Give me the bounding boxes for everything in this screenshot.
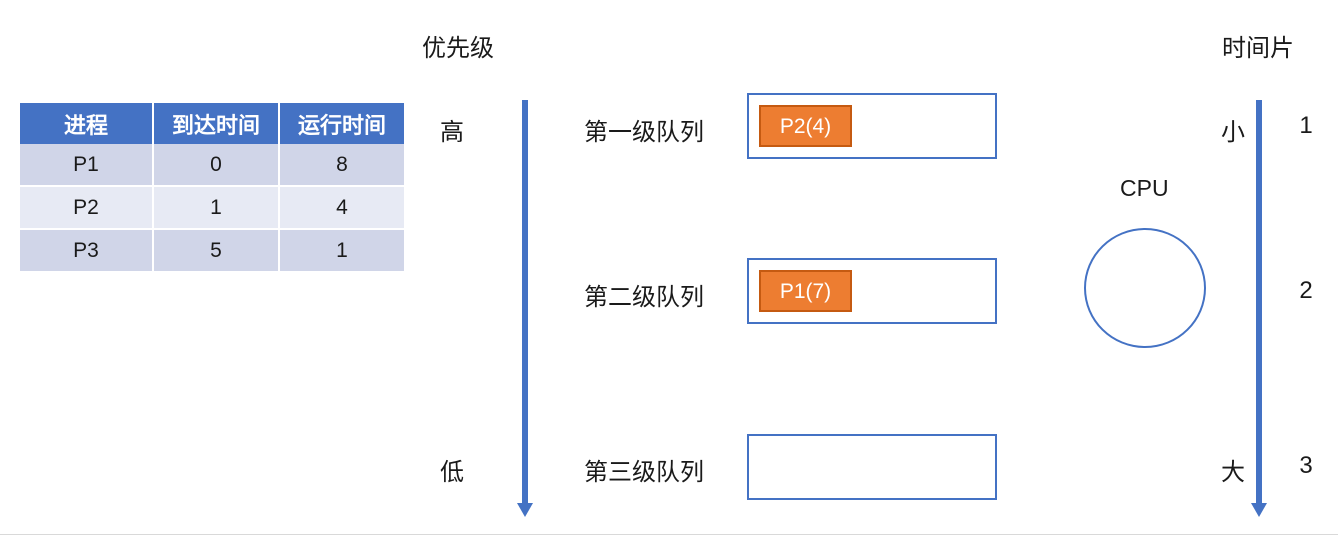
bottom-divider [0, 534, 1338, 535]
queue-box-level-2[interactable]: P1(7) [747, 258, 997, 324]
timeslice-axis-caption: 时间片 [1222, 35, 1294, 62]
priority-high-label: 高 [440, 119, 464, 146]
table-header-run-time: 运行时间 [279, 103, 404, 144]
cell-arrival: 5 [153, 229, 280, 273]
cell-process: P1 [20, 144, 154, 187]
timeslice-value-1: 1 [1299, 112, 1313, 139]
queue-process-chip-p2[interactable]: P2(4) [759, 105, 852, 147]
table-row: P1 0 8 [20, 144, 404, 187]
cell-process: P3 [20, 229, 154, 273]
queue-label-level-2: 第二级队列 [584, 284, 704, 311]
cell-burst: 1 [279, 229, 404, 273]
timeslice-down-arrow [1256, 100, 1262, 504]
cell-arrival: 0 [153, 144, 280, 187]
priority-axis-caption: 优先级 [422, 35, 494, 62]
priority-down-arrow [522, 100, 528, 504]
timeslice-value-2: 2 [1299, 277, 1313, 304]
timeslice-value-3: 3 [1299, 452, 1313, 479]
queue-box-level-3[interactable] [747, 434, 997, 500]
cell-arrival: 1 [153, 186, 280, 230]
cpu-label: CPU [1120, 175, 1169, 201]
table-header-row: 进程 到达时间 运行时间 [20, 103, 404, 144]
queue-label-level-3: 第三级队列 [584, 459, 704, 486]
queue-label-level-1: 第一级队列 [584, 119, 704, 146]
queue-process-chip-p1[interactable]: P1(7) [759, 270, 852, 312]
cell-process: P2 [20, 186, 154, 230]
cell-burst: 4 [279, 186, 404, 230]
cpu-circle-icon[interactable] [1084, 228, 1206, 348]
table-header-process: 进程 [20, 103, 154, 144]
process-table: 进程 到达时间 运行时间 P1 0 8 P2 1 4 P3 5 1 [20, 103, 404, 273]
table-header-arrival-time: 到达时间 [153, 103, 280, 144]
timeslice-small-label: 小 [1221, 119, 1245, 146]
table-row: P3 5 1 [20, 229, 404, 273]
cell-burst: 8 [279, 144, 404, 187]
table-row: P2 1 4 [20, 186, 404, 230]
timeslice-large-label: 大 [1221, 459, 1245, 486]
queue-box-level-1[interactable]: P2(4) [747, 93, 997, 159]
priority-low-label: 低 [440, 459, 464, 486]
